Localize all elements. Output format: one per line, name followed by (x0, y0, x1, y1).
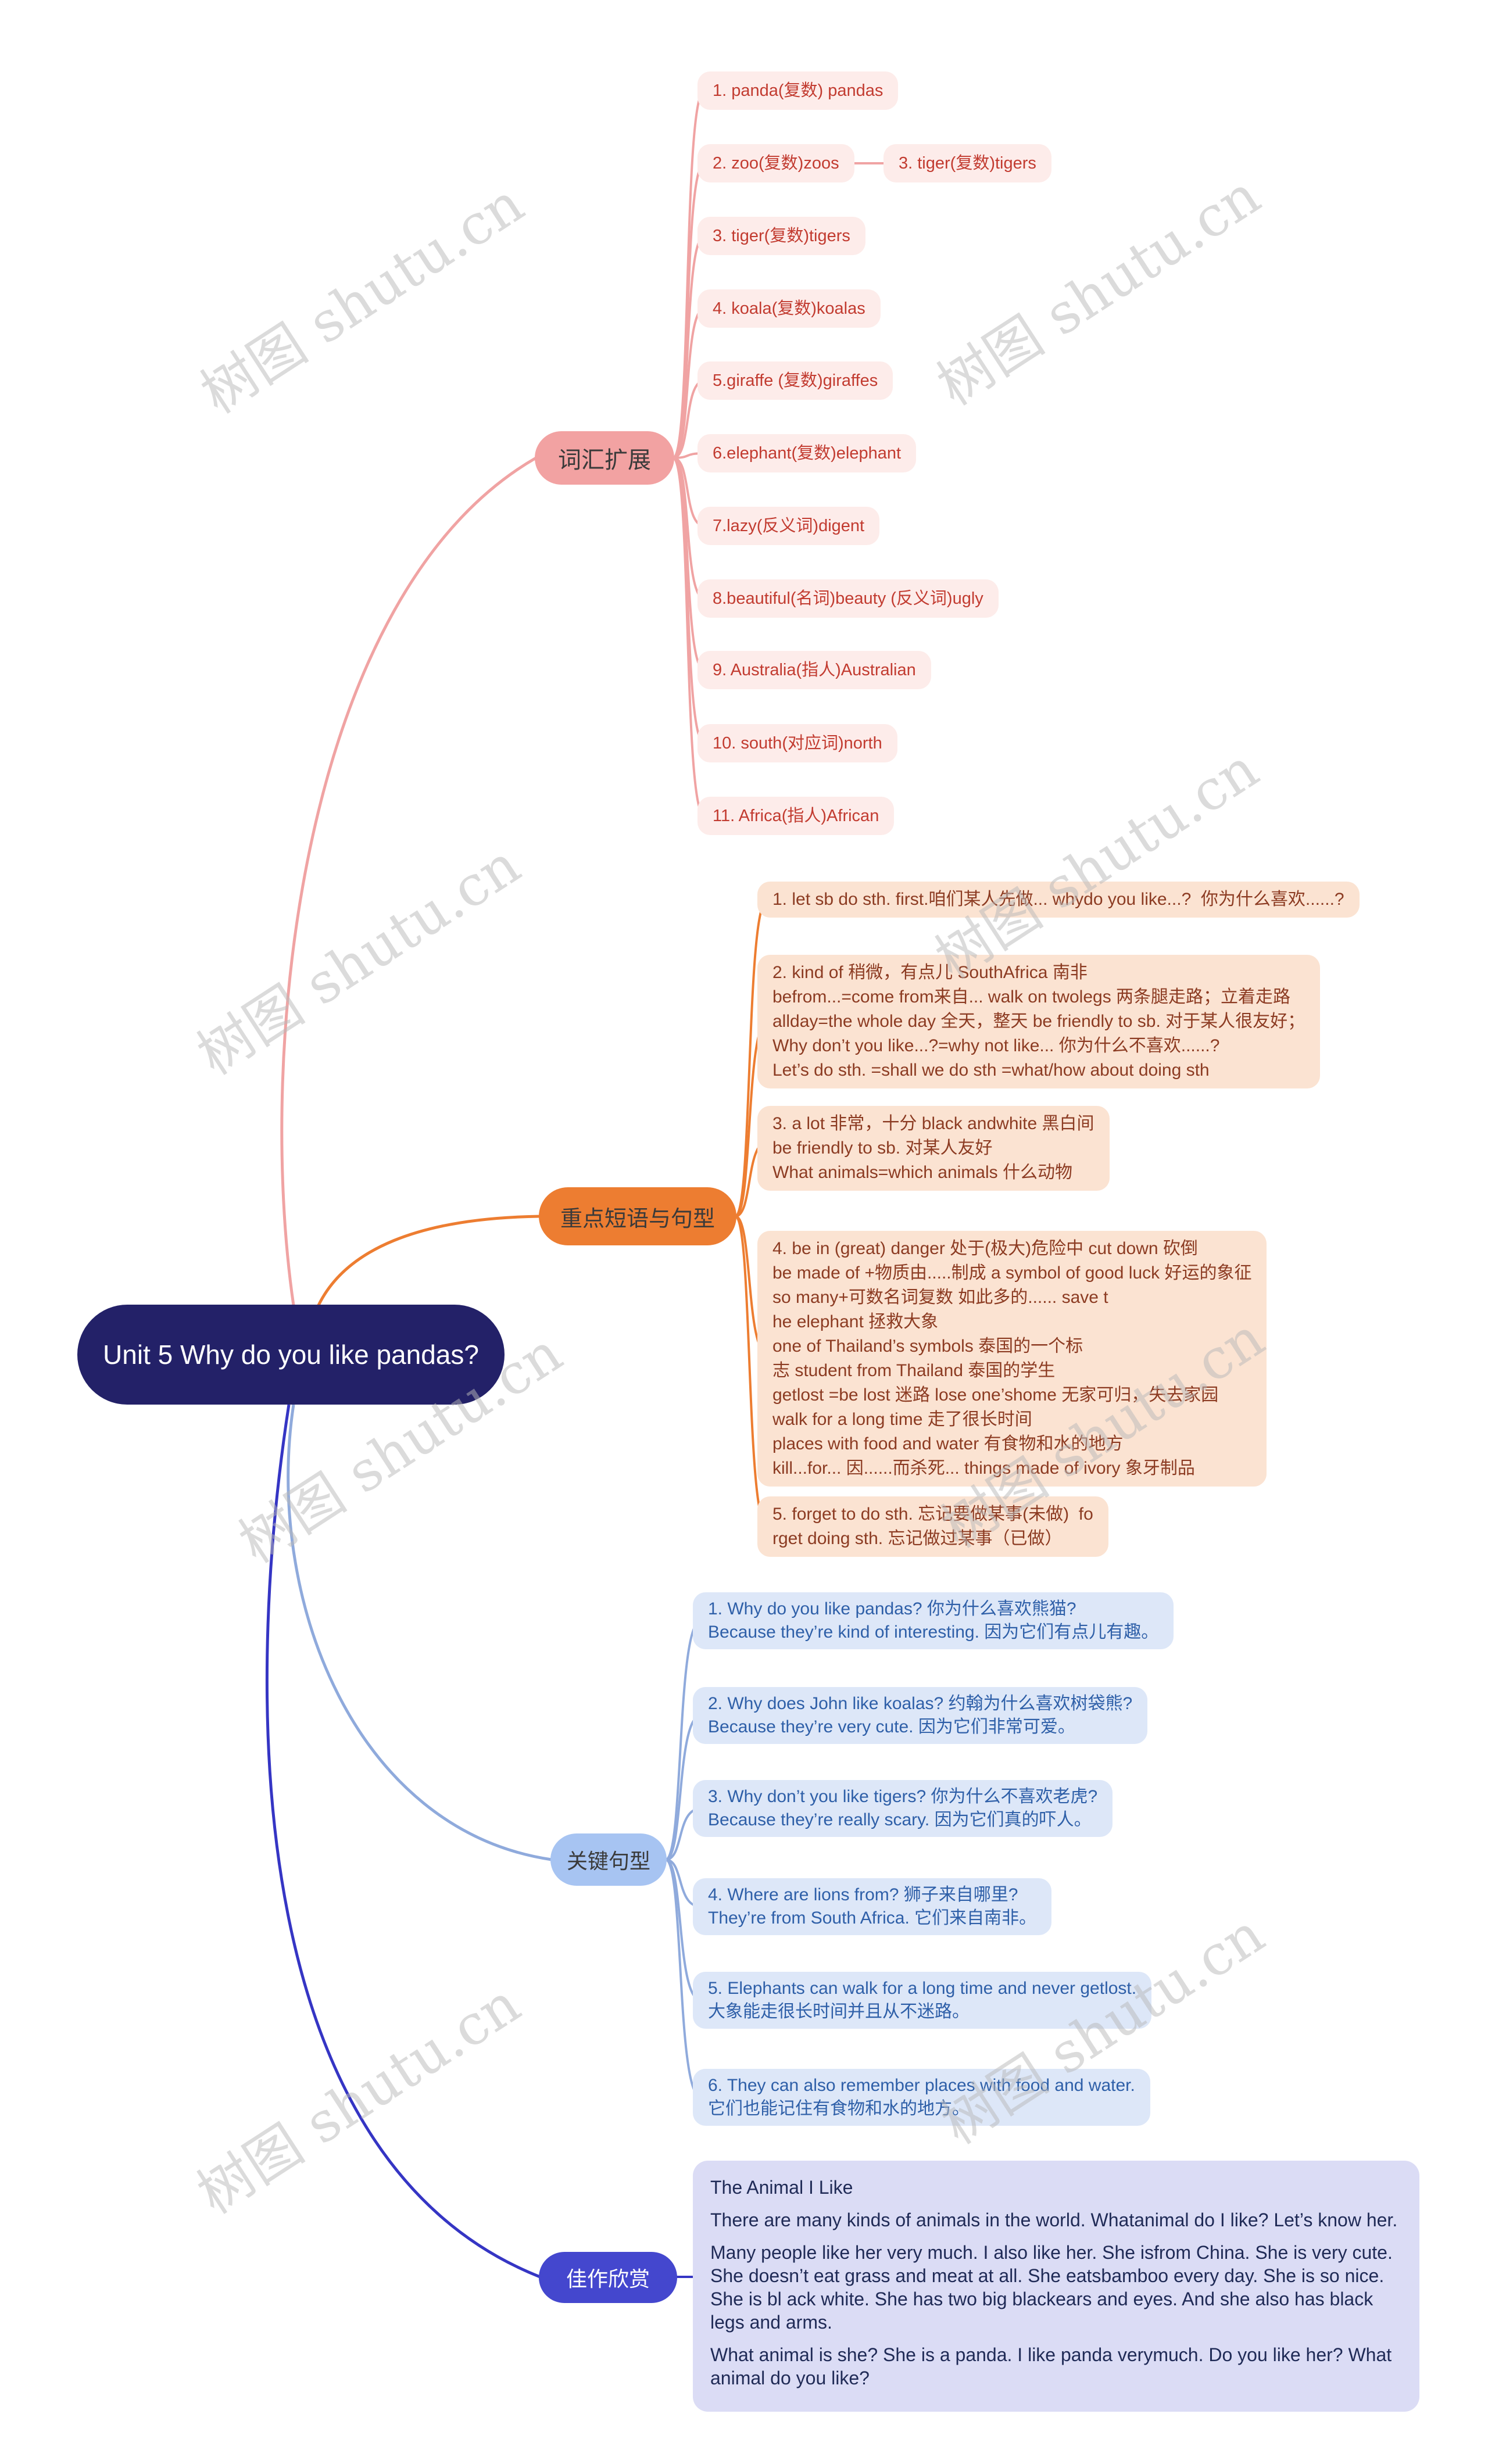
vocab-item-7[interactable]: 7.lazy(反义词)digent (698, 507, 880, 545)
phrase-item-1[interactable]: 1. let sb do sth. first.咱们某人先做... whydo … (757, 882, 1360, 918)
vocab-item-9[interactable]: 9. Australia(指人)Australian (698, 651, 931, 689)
sentence-item-4[interactable]: 4. Where are lions from? 狮子来自哪里? They’re… (693, 1878, 1052, 1935)
vocab-item-4[interactable]: 4. koala(复数)koalas (698, 289, 881, 328)
vocab-item-2-sibling[interactable]: 3. tiger(复数)tigers (884, 144, 1051, 182)
root-topic[interactable]: Unit 5 Why do you like pandas? (77, 1305, 505, 1405)
essay-paragraph-1: There are many kinds of animals in the w… (710, 2209, 1398, 2230)
essay-paragraph-2: Many people like her very much. I also l… (710, 2242, 1393, 2333)
sentence-item-6[interactable]: 6. They can also remember places with fo… (693, 2069, 1150, 2126)
vocab-item-5[interactable]: 5.giraffe (复数)giraffes (698, 361, 893, 400)
sentence-item-2[interactable]: 2. Why does John like koalas? 约翰为什么喜欢树袋熊… (693, 1687, 1148, 1744)
essay-title: The Animal I Like (710, 2177, 853, 2198)
vocab-item-10[interactable]: 10. south(对应词)north (698, 724, 897, 762)
branch-vocab[interactable]: 词汇扩展 (535, 431, 674, 485)
phrase-item-4[interactable]: 4. be in (great) danger 处于(极大)危险中 cut do… (757, 1231, 1267, 1487)
branch-sentences[interactable]: 关键句型 (550, 1833, 667, 1886)
vocab-item-11[interactable]: 11. Africa(指人)African (698, 797, 895, 835)
vocab-item-2[interactable]: 2. zoo(复数)zoos (698, 144, 854, 182)
vocab-item-1[interactable]: 1. panda(复数) pandas (698, 71, 899, 110)
phrase-item-2[interactable]: 2. kind of 稍微，有点儿 SouthAfrica 南非 befrom.… (757, 955, 1321, 1088)
sentence-item-5[interactable]: 5. Elephants can walk for a long time an… (693, 1972, 1152, 2029)
branch-essay[interactable]: 佳作欣赏 (539, 2252, 677, 2303)
branch-phrases[interactable]: 重点短语与句型 (539, 1187, 736, 1245)
vocab-item-6[interactable]: 6.elephant(复数)elephant (698, 434, 917, 472)
sentence-item-3[interactable]: 3. Why don’t you like tigers? 你为什么不喜欢老虎?… (693, 1780, 1113, 1837)
phrase-item-5[interactable]: 5. forget to do sth. 忘记要做某事(未做) fo rget … (757, 1496, 1108, 1557)
essay-card[interactable]: The Animal I Like There are many kinds o… (693, 2161, 1419, 2412)
phrase-item-3[interactable]: 3. a lot 非常，十分 black andwhite 黑白间 be fri… (757, 1106, 1110, 1191)
vocab-item-8[interactable]: 8.beautiful(名词)beauty (反义词)ugly (698, 579, 999, 618)
essay-paragraph-3: What animal is she? She is a panda. I li… (710, 2344, 1392, 2388)
sentence-item-1[interactable]: 1. Why do you like pandas? 你为什么喜欢熊猫? Bec… (693, 1592, 1174, 1649)
vocab-item-3[interactable]: 3. tiger(复数)tigers (698, 217, 865, 255)
